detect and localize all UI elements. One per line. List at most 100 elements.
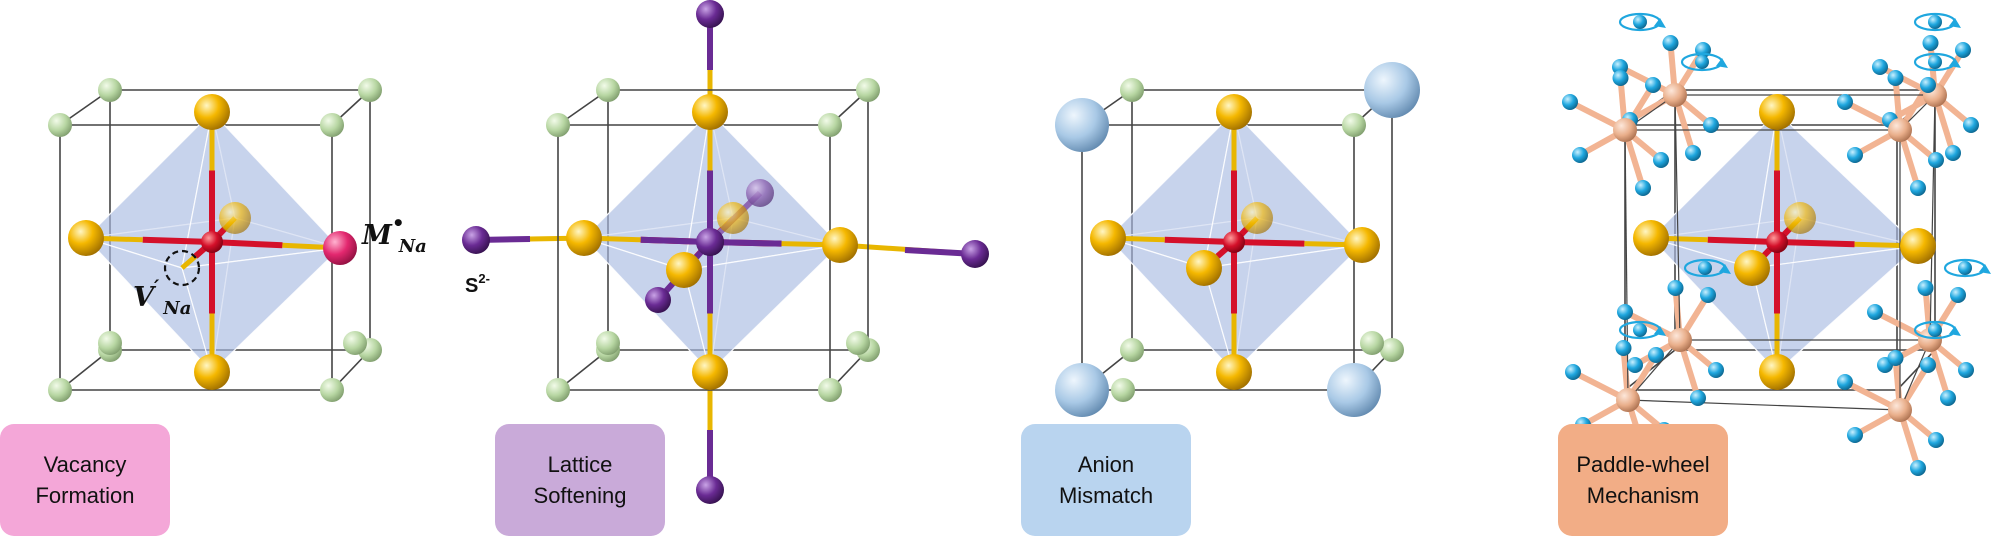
corner-atom <box>546 113 570 137</box>
cube-edge <box>1899 339 1931 411</box>
ligand-atom <box>1759 94 1795 130</box>
central-sulfide-atom <box>696 228 724 256</box>
ligand-atom <box>219 202 251 234</box>
paddle-satellite-atom <box>1837 94 1853 110</box>
paddle-satellite-atom <box>1910 180 1926 196</box>
cube-edge <box>1896 349 1936 391</box>
rotation-arrowhead <box>1949 18 1961 28</box>
rotation-arrowhead <box>1719 264 1731 274</box>
corner-atom <box>546 378 570 402</box>
paddle-wheel-mechanism-label: Paddle-wheel Mechanism <box>1558 424 1728 536</box>
cube-edge <box>1929 94 1936 341</box>
central-atom <box>1766 231 1788 253</box>
paddle-satellite-atom <box>1922 35 1939 51</box>
sulfide-atom <box>696 476 724 504</box>
bond-inner <box>211 239 283 249</box>
rotation-arrowhead <box>1979 264 1991 274</box>
cube-edge <box>1627 339 1681 401</box>
paddle-satellite-atom <box>1615 340 1632 356</box>
paddle-satellite-atom <box>1958 362 1974 378</box>
ligand-atom <box>194 94 230 130</box>
paddle-satellite-atom <box>1928 55 1942 69</box>
corner-atom <box>343 331 367 355</box>
ligand-atom <box>1784 202 1816 234</box>
paddle-satellite-atom <box>1662 35 1679 51</box>
corner-atom <box>856 78 880 102</box>
paddle-satellite-atom <box>1928 323 1942 337</box>
rotation-arrowhead <box>1654 326 1666 336</box>
lattice-softening-label: Lattice Softening <box>495 424 665 536</box>
corner-atom <box>98 78 122 102</box>
paddle-satellite-atom <box>1837 374 1853 390</box>
paddle-center-atom <box>1888 398 1912 422</box>
corner-atom <box>1120 338 1144 362</box>
paddle-satellite-atom <box>1695 55 1709 69</box>
substituted-dopant-atom <box>323 231 357 265</box>
cube-edge <box>1624 129 1629 401</box>
paddle-satellite-atom <box>1928 15 1942 29</box>
paddle-satellite-atom <box>1950 287 1966 303</box>
paddle-satellite-atom <box>1920 77 1936 93</box>
corner-atom <box>48 378 72 402</box>
paddle-satellite-atom <box>1928 432 1944 448</box>
paddle-satellite-atom <box>1887 350 1904 366</box>
corner-atom <box>1342 113 1366 137</box>
paddle-satellite-atom <box>1648 347 1664 363</box>
cube-edge <box>1627 399 1901 411</box>
ligand-atom <box>1633 220 1669 256</box>
bond-inner <box>1233 239 1305 247</box>
sulfide-atom <box>645 287 671 313</box>
ligand-atom <box>68 220 104 256</box>
ligand-atom <box>1216 354 1252 390</box>
ligand-atom <box>1216 94 1252 130</box>
ligand-atom <box>666 252 702 288</box>
ligand-atom <box>566 220 602 256</box>
corner-atom <box>818 113 842 137</box>
paddle-satellite-atom <box>1940 390 1956 406</box>
paddle-center-atom <box>1668 328 1692 352</box>
paddle-satellite-atom <box>1667 280 1684 296</box>
corner-atom <box>846 331 870 355</box>
paddle-satellite-atom <box>1945 145 1961 161</box>
paddle-satellite-atom <box>1565 364 1581 380</box>
corner-atom <box>48 113 72 137</box>
paddle-satellite-atom <box>1955 42 1971 58</box>
sulfide-atom <box>462 226 490 254</box>
corner-atom <box>818 378 842 402</box>
sulfide-ion-label: S2- <box>465 271 490 297</box>
bond-inner <box>1776 239 1855 248</box>
paddle-satellite-atom <box>1635 180 1651 196</box>
corner-atom <box>1360 331 1384 355</box>
ligand-atom <box>1900 228 1936 264</box>
cube-edge <box>1674 94 1681 341</box>
bond-inner <box>1707 236 1778 245</box>
large-anion-atom <box>1055 363 1109 417</box>
corner-atom <box>320 378 344 402</box>
corner-atom <box>1120 78 1144 102</box>
paddle-satellite-atom <box>1633 15 1647 29</box>
paddle-satellite-atom <box>1633 323 1647 337</box>
ligand-atom <box>717 202 749 234</box>
paddle-satellite-atom <box>1700 287 1716 303</box>
paddle-center-atom <box>1613 118 1637 142</box>
paddle-satellite-atom <box>1963 117 1979 133</box>
paddle-center-atom <box>1616 388 1640 412</box>
paddle-satellite-atom <box>1928 152 1944 168</box>
ligand-atom <box>1734 250 1770 286</box>
paddle-center-atom <box>1888 118 1912 142</box>
paddle-satellite-atom <box>1612 70 1629 86</box>
paddle-satellite-atom <box>1917 280 1934 296</box>
paddle-satellite-atom <box>1708 362 1724 378</box>
corner-atom <box>596 331 620 355</box>
central-atom <box>201 231 223 253</box>
sulfide-atom <box>696 0 724 28</box>
paddle-satellite-atom <box>1920 357 1936 373</box>
ligand-atom <box>692 354 728 390</box>
ligand-atom <box>1090 220 1126 256</box>
octahedron-face <box>683 244 842 374</box>
vacancy-site <box>163 249 201 287</box>
sulfide-atom <box>746 179 774 207</box>
ligand-atom <box>1241 202 1273 234</box>
